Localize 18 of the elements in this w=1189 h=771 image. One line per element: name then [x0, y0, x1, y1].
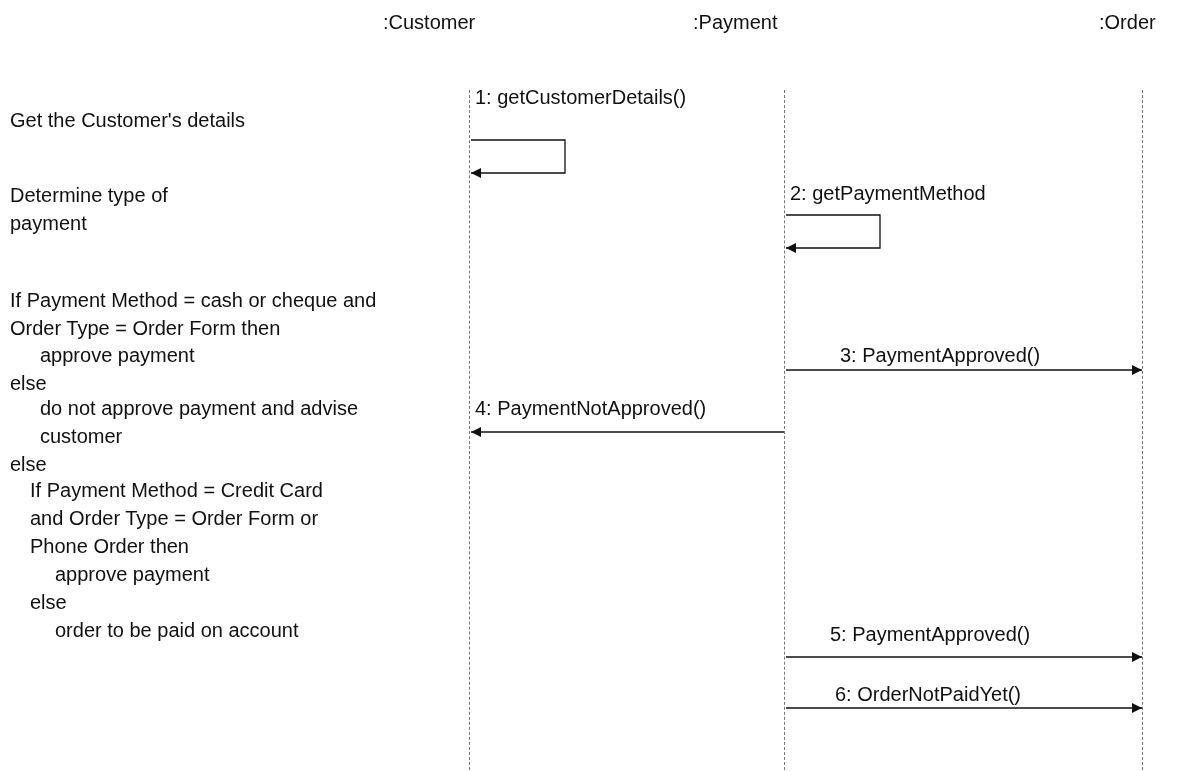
script-note: Determine type of payment [10, 183, 169, 236]
message-arrow [470, 139, 566, 178]
script-note: do not approve payment and advise customer [40, 396, 359, 449]
message-arrow [785, 652, 1143, 662]
script-note: approve payment [55, 562, 211, 587]
lifeline-title: :Payment [693, 10, 778, 34]
script-note: approve payment [40, 343, 196, 368]
message-arrow [785, 365, 1143, 375]
message-arrow [470, 427, 785, 437]
script-note: order to be paid on account [55, 618, 300, 643]
message-arrow [785, 703, 1143, 713]
message-arrow [785, 214, 881, 253]
script-note: Get the Customer's details [10, 108, 247, 133]
lifeline-title: :Order [1099, 10, 1156, 34]
script-note: else [10, 371, 48, 396]
script-note: else [30, 590, 68, 615]
lifeline-title: :Customer [383, 10, 476, 34]
script-note: else [10, 452, 48, 477]
